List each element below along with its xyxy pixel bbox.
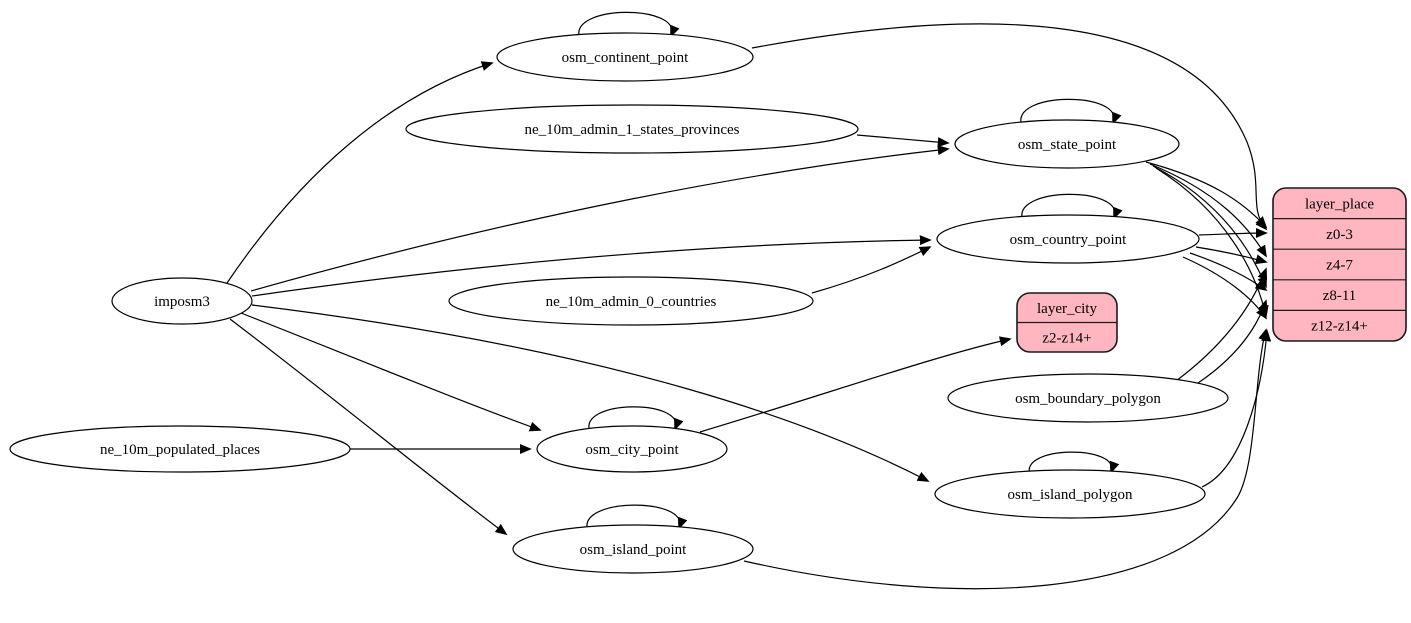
table-node-osm_island_polygon: osm_island_polygon (934, 469, 1206, 519)
osm_island_point-label: osm_island_point (580, 542, 688, 558)
edge-osm_country_point-to-layer_place-z0-3 (1198, 227, 1268, 239)
edge-osm_island_point-to-layer_place-z12-z14+ (743, 328, 1269, 590)
edge-osm_country_point-to-layer_place-z8-11 (1189, 252, 1268, 292)
layer-node-layer_place: layer_place z0-3 z4-7 z8-11 z12-z14+ (1272, 187, 1407, 342)
table-node-imposm3: imposm3 (111, 277, 253, 325)
osm_island_polygon-shape (934, 469, 1206, 519)
layer_place-row-z12-z14+: z12-z14+ (1311, 319, 1368, 335)
osm_state_point-shape (954, 119, 1180, 169)
edge-ne_10m_admin_0_countries-to-osm_country_point (811, 246, 932, 294)
osm_city_point-label: osm_city_point (585, 442, 679, 458)
ne_10m_populated_places-label: ne_10m_populated_places (100, 442, 260, 458)
layer_place-row-z4-7: z4-7 (1326, 258, 1353, 274)
edge-osm_city_point-to-layer_city-z2-z14+ (699, 336, 1012, 433)
edge-osm_continent_point-to-layer_place-z0-3 (751, 23, 1268, 231)
osm_boundary_polygon-shape (947, 373, 1229, 423)
layer_place-row-z0-3: z0-3 (1326, 227, 1353, 243)
osm_city_point-shape (536, 425, 728, 473)
layer_place-box (1272, 187, 1407, 342)
layer-node-layer_city: layer_city z2-z14+ (1016, 292, 1118, 353)
edge-osm_state_point-to-layer_place-z0-3 (1145, 161, 1268, 229)
osm_island_polygon-label: osm_island_polygon (1007, 487, 1133, 503)
layer_place-row-z8-11: z8-11 (1323, 288, 1357, 304)
edge-osm_city_point-to-osm_city_point (588, 406, 684, 433)
edge-imposm3-to-osm_island_point (229, 318, 508, 536)
imposm3-shape (111, 277, 253, 325)
osm_continent_point-label: osm_continent_point (562, 50, 689, 66)
edge-osm_country_point-to-layer_place-z4-7 (1195, 246, 1268, 265)
edge-imposm3-to-osm_island_polygon (251, 304, 930, 482)
layer_city-title: layer_city (1037, 301, 1097, 317)
edge-osm_country_point-to-osm_country_point (1021, 193, 1123, 222)
table-node-osm_city_point: osm_city_point (536, 425, 728, 473)
edge-osm_state_point-to-osm_state_point (1020, 98, 1122, 127)
edges-group (226, 11, 1272, 590)
imposm3-label: imposm3 (154, 294, 210, 310)
edge-imposm3-to-osm_state_point (250, 145, 950, 292)
layer_city-row-z2-z14+: z2-z14+ (1042, 330, 1091, 346)
table-node-osm_island_point: osm_island_point (512, 524, 754, 574)
edge-osm_boundary_polygon-to-layer_place-z4-7 (1175, 267, 1268, 382)
edge-osm_state_point-to-layer_place-z4-7 (1149, 163, 1267, 258)
osm_state_point-label: osm_state_point (1018, 137, 1117, 153)
osm_island_point-shape (512, 524, 754, 574)
layer_place-title: layer_place (1305, 196, 1374, 212)
ne_10m_admin_0_countries-label: ne_10m_admin_0_countries (546, 294, 717, 310)
table-node-osm_country_point: osm_country_point (936, 214, 1200, 264)
nodes-group: imposm3 osm_continent_point ne_10m_admin_1… (9, 32, 1407, 574)
ne_10m_admin_1_states_provinces-shape (405, 104, 859, 154)
osm_country_point-label: osm_country_point (1010, 232, 1127, 248)
table-node-osm_boundary_polygon: osm_boundary_polygon (947, 373, 1229, 423)
edge-imposm3-to-osm_continent_point (226, 61, 494, 284)
edge-osm_island_polygon-to-osm_island_polygon (1028, 451, 1120, 476)
edge-imposm3-to-osm_country_point (251, 235, 932, 297)
osm_country_point-shape (936, 214, 1200, 264)
ne_10m_admin_1_states_provinces-label: ne_10m_admin_1_states_provinces (525, 122, 740, 138)
ne_10m_populated_places-shape (9, 425, 351, 473)
table-node-ne_10m_admin_0_countries: ne_10m_admin_0_countries (448, 276, 814, 326)
table-node-osm_continent_point: osm_continent_point (496, 32, 754, 82)
edge-osm_continent_point-to-osm_continent_point (578, 11, 680, 40)
ne_10m_admin_0_countries-shape (448, 276, 814, 326)
table-node-ne_10m_admin_1_states_provinces: ne_10m_admin_1_states_provinces (405, 104, 859, 154)
edge-imposm3-to-osm_city_point (240, 312, 542, 432)
osm_boundary_polygon-label: osm_boundary_polygon (1015, 391, 1161, 407)
edge-osm_island_point-to-osm_island_point (586, 504, 688, 532)
edge-osm_island_polygon-to-layer_place-z12-z14+ (1201, 329, 1272, 488)
table-node-ne_10m_populated_places: ne_10m_populated_places (9, 425, 351, 473)
edge-ne_10m_admin_1_states_provinces-to-osm_state_point (856, 134, 950, 148)
table-node-osm_state_point: osm_state_point (954, 119, 1180, 169)
osm_continent_point-shape (496, 32, 754, 82)
edge-osm_boundary_polygon-to-layer_place-z8-11 (1191, 299, 1268, 388)
